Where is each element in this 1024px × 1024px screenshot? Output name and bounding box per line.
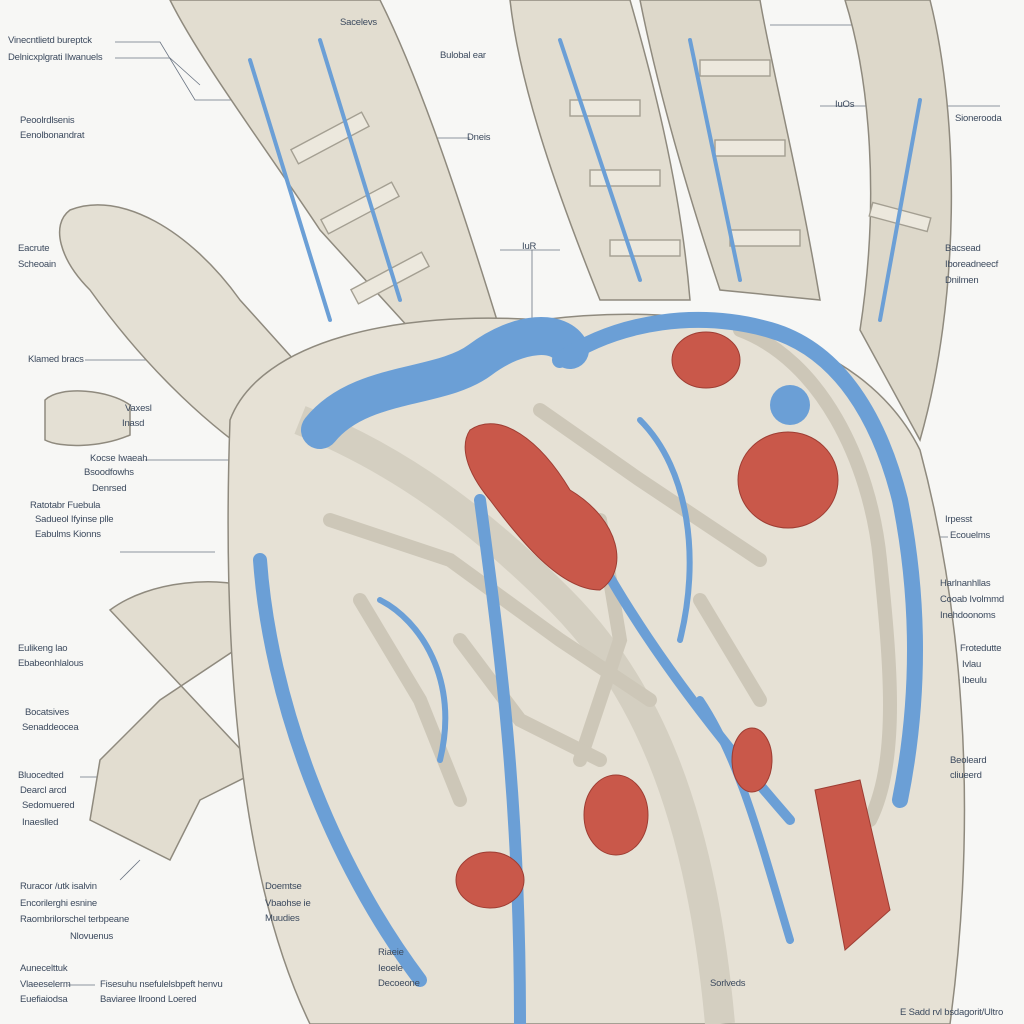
anatomy-label: Decoeone xyxy=(378,978,420,989)
anatomy-label: Inehdoonoms xyxy=(940,610,996,621)
anatomy-label: Ibeulu xyxy=(962,675,987,686)
anatomy-label: Cooab Ivolmmd xyxy=(940,594,1004,605)
tendon-bands xyxy=(289,59,932,305)
anatomy-label: Fisesuhu nsefulelsbpeft henvu xyxy=(100,979,223,990)
anatomy-label: Dearcl arcd xyxy=(20,785,67,796)
anatomy-label: Sionerooda xyxy=(955,113,1002,124)
anatomy-label: Beoleard xyxy=(950,755,987,766)
anatomy-label: Eacrute xyxy=(18,243,50,254)
anatomy-label: Eenolbonandrat xyxy=(20,130,85,141)
anatomy-label: Bsoodfowhs xyxy=(84,467,134,478)
vessel-node xyxy=(770,385,810,425)
anatomy-label: Dneis xyxy=(467,132,491,143)
veins xyxy=(248,38,923,1024)
anatomy-label: Scheoain xyxy=(18,259,57,270)
anatomy-label: Aunecelttuk xyxy=(20,963,68,974)
anatomy-label: Dnilmen xyxy=(945,275,979,286)
anatomy-label: Vbaohse ie xyxy=(265,898,311,909)
anatomy-label: Doemtse xyxy=(265,881,302,892)
anatomy-label: Encorilerghi esnine xyxy=(20,898,97,909)
anatomy-label: Vaxesl xyxy=(125,403,152,414)
anatomy-label: Baviaree llroond Loered xyxy=(100,994,197,1005)
anatomy-label: Sorlveds xyxy=(710,978,746,989)
anatomy-label: Euefiaiodsa xyxy=(20,994,68,1005)
anatomy-label: Ratotabr Fuebula xyxy=(30,500,101,511)
anatomy-label: Iboreadneecf xyxy=(945,259,999,270)
anatomy-label: Ruracor /utk isalvin xyxy=(20,881,97,892)
anatomy-label: Muudies xyxy=(265,913,300,924)
anatomy-label: Bocatsives xyxy=(25,707,69,718)
anatomy-label: IuOs xyxy=(835,99,855,110)
anatomy-label: Delnicxplgrati Ilwanuels xyxy=(8,52,103,63)
anatomy-label: cliueerd xyxy=(950,770,982,781)
anatomy-label: Raombrilorschel terbpeane xyxy=(20,914,130,925)
anatomy-label: Frotedutte xyxy=(960,643,1002,654)
anatomy-label: Klamed bracs xyxy=(28,354,84,365)
anatomy-label: Ivlau xyxy=(962,659,982,670)
anatomy-label: Ebabeonhlalous xyxy=(18,658,84,669)
anatomy-label: Sacelevs xyxy=(340,17,377,28)
anatomy-label: Peoolrdlsenis xyxy=(20,115,75,126)
anatomy-label: Bluocedted xyxy=(18,770,64,781)
anatomy-label: Inaeslled xyxy=(22,817,59,828)
anatomy-label: Sadueol Ifyinse plle xyxy=(35,514,114,525)
anatomy-label: IuR xyxy=(522,241,537,252)
anatomy-label: Riaeie xyxy=(378,947,404,958)
anatomy-label: Harlnanhllas xyxy=(940,578,991,589)
anatomy-label: Eabulms Kionns xyxy=(35,529,101,540)
anatomy-label: Denrsed xyxy=(92,483,127,494)
anatomy-label: Inasd xyxy=(122,418,145,429)
muscles xyxy=(455,331,891,951)
anatomy-label: Ieoele xyxy=(378,963,403,974)
anatomy-label: Irpesst xyxy=(945,514,973,525)
anatomy-label: Bacsead xyxy=(945,243,981,254)
anatomy-label: Ecouelms xyxy=(950,530,991,541)
anatomy-label: Vlaeeselerm xyxy=(20,979,71,990)
anatomy-label: Eulikeng lao xyxy=(18,643,68,654)
anatomy-label: Kocse Iwaeah xyxy=(90,453,148,464)
anatomy-label: Nlovuenus xyxy=(70,931,114,942)
anatomy-label: Sedomuered xyxy=(22,800,75,811)
anatomy-label: Bulobal ear xyxy=(440,50,486,61)
anatomy-label: Senaddeocea xyxy=(22,722,79,733)
anatomy-label: E Sadd rvl bsdagorit/Ultro xyxy=(900,1007,1004,1018)
anatomy-label: Vinecntlietd bureptck xyxy=(8,35,92,46)
